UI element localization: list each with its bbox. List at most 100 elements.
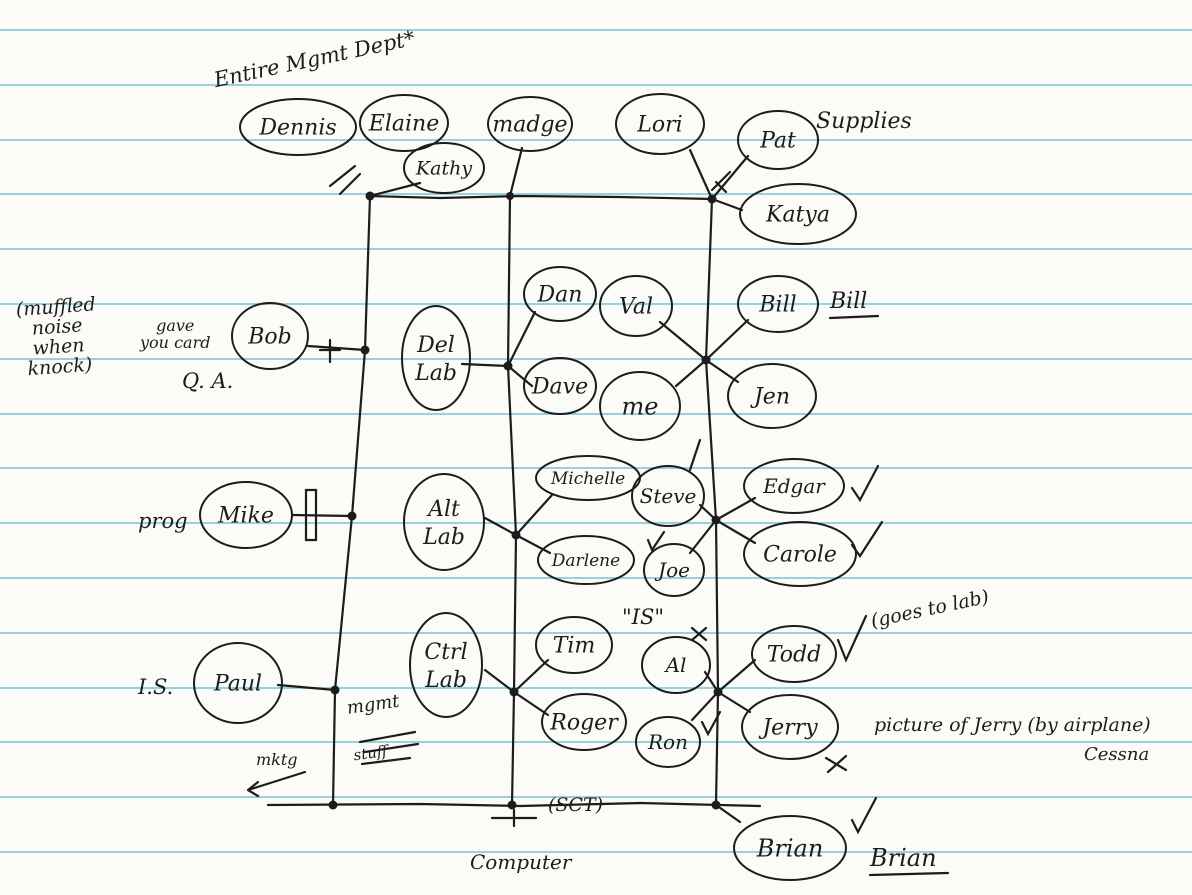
check-ron <box>700 710 722 737</box>
person-circle <box>403 142 485 194</box>
person-node-dave: Dave <box>523 357 597 415</box>
person-circle <box>599 371 681 441</box>
person-node-jerry: Jerry <box>741 694 839 760</box>
spoke-ctrl <box>483 668 516 694</box>
person-circle <box>615 93 705 155</box>
person-circle <box>631 465 705 527</box>
notebook-rule-line <box>0 193 1192 195</box>
underline-brian <box>868 871 950 877</box>
person-node-dan: Dan <box>523 266 597 322</box>
arrow-pat <box>710 170 732 194</box>
lab-label: Ctrl <box>424 640 467 665</box>
person-name: madge <box>492 113 567 138</box>
spoke-bill <box>704 318 750 362</box>
person-name: Bill <box>758 293 796 318</box>
notebook-rule-line <box>0 29 1192 31</box>
person-circle <box>737 110 819 170</box>
lab-label: Del <box>416 333 455 358</box>
person-name: Paul <box>213 672 262 697</box>
person-node-katya: Katya <box>739 183 857 245</box>
person-node-jen: Jen <box>727 363 817 429</box>
person-name: Mike <box>217 504 274 529</box>
spoke-mike <box>290 513 354 518</box>
person-circle <box>359 94 449 152</box>
gave-line-1: gave <box>156 316 195 335</box>
spoke-dave <box>506 364 534 388</box>
notebook-rule-line <box>0 741 1192 743</box>
spoke-pat <box>710 154 750 201</box>
door-bob <box>318 338 342 364</box>
person-node-me: me <box>599 371 681 441</box>
junction-nw <box>365 191 375 201</box>
person-name: Katya <box>765 203 830 228</box>
spoke-dan <box>506 310 537 368</box>
person-node-bob: Bob <box>231 302 309 370</box>
person-name: Joe <box>654 558 690 582</box>
person-node-elaine: Elaine <box>359 94 449 152</box>
person-name: Todd <box>767 643 821 668</box>
lab-circle <box>403 473 485 571</box>
person-node-al: Al <box>641 636 711 694</box>
qa-note: Q. A. <box>182 369 234 393</box>
person-circle <box>487 96 573 152</box>
brian-note: Brian <box>870 844 937 872</box>
person-name: Kathy <box>415 158 472 180</box>
person-name: Val <box>619 295 653 320</box>
gave-line-2: you card <box>140 332 211 352</box>
person-circle <box>643 543 705 597</box>
person-name: Steve <box>640 484 697 508</box>
notebook-rule-line <box>0 84 1192 86</box>
lab-circle <box>401 305 471 411</box>
person-node-mike: Mike <box>199 481 293 549</box>
hall-right <box>704 197 720 807</box>
scribble-mgmt <box>358 730 420 766</box>
junction-alt <box>511 530 521 540</box>
junction-ne <box>707 194 717 204</box>
notebook-rule-line <box>0 358 1192 360</box>
is-quote-note: "IS" <box>622 605 664 629</box>
notebook-rule-line <box>0 413 1192 415</box>
person-node-bill: Bill <box>737 275 819 333</box>
spoke-alt <box>483 516 518 537</box>
person-name: Dennis <box>258 116 336 141</box>
person-node-michelle: Michelle <box>535 455 641 501</box>
arrow-mktg <box>246 770 307 798</box>
person-circle <box>523 357 597 415</box>
person-circle <box>751 625 837 683</box>
notebook-rule-line <box>0 467 1192 469</box>
junction-steve <box>711 515 721 525</box>
spoke-edgar <box>714 496 757 522</box>
sct-note: (SCT) <box>548 794 604 816</box>
person-name: Roger <box>549 711 619 736</box>
spoke-darlene <box>514 533 552 555</box>
person-name: Jen <box>750 385 790 410</box>
cessna-note: Cessna <box>1084 744 1150 765</box>
person-node-val: Val <box>599 275 673 337</box>
spoke-brian <box>714 803 742 824</box>
is-note: I.S. <box>138 675 174 699</box>
junction-val <box>701 355 711 365</box>
person-circle <box>599 275 673 337</box>
door-dennis <box>328 164 362 196</box>
person-circle <box>231 302 309 370</box>
lab-circle <box>409 612 483 718</box>
person-name: Ron <box>647 730 688 754</box>
person-circle <box>743 458 845 514</box>
person-circle <box>541 693 627 751</box>
picture-of-jerry-note: picture of Jerry (by airplane) <box>874 714 1151 736</box>
junction-todd <box>713 687 723 697</box>
person-name: Dave <box>531 375 588 400</box>
notebook-rule-line <box>0 522 1192 524</box>
spoke-paul <box>276 683 337 692</box>
spoke-joe <box>688 518 718 555</box>
mgmt-note: mgmt stuff <box>345 691 407 765</box>
person-circle <box>535 616 613 674</box>
person-node-madge: madge <box>487 96 573 152</box>
person-node-ron: Ron <box>635 716 701 768</box>
person-circle <box>743 521 857 587</box>
check-todd <box>836 614 868 663</box>
person-name: Michelle <box>550 469 625 489</box>
